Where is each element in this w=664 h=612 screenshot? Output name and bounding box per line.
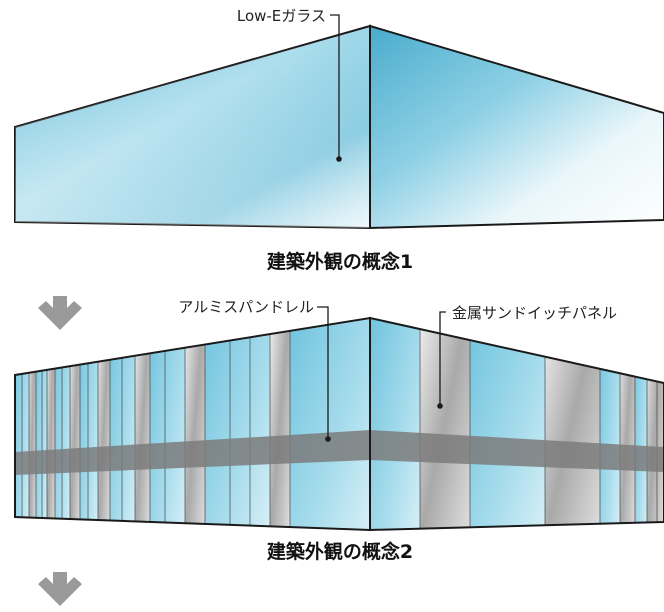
callout-metal-sandwich-panel-label: 金属サンドイッチパネル	[452, 304, 617, 322]
callout-metal-sandwich-panel: 金属サンドイッチパネル	[437, 304, 617, 409]
aluminum-spandrel-band-right	[370, 430, 664, 472]
building-concept-2	[14, 316, 664, 532]
aluminum-spandrel-band-left	[15, 430, 370, 475]
callout-low-e-glass-label: Low-Eガラス	[237, 7, 326, 25]
glass-facade-right	[369, 24, 664, 230]
caption-concept-2: 建築外観の概念2	[267, 540, 413, 563]
callout-aluminum-spandrel: アルミスパンドレル	[178, 298, 331, 442]
arrow-down-icon	[38, 296, 82, 330]
building-concept-1	[14, 24, 664, 230]
caption-concept-1: 建築外観の概念1	[267, 250, 413, 273]
callout-aluminum-spandrel-label: アルミスパンドレル	[178, 298, 314, 316]
arrow-down-icon	[38, 572, 82, 606]
callout-low-e-glass: Low-Eガラス	[237, 7, 342, 162]
